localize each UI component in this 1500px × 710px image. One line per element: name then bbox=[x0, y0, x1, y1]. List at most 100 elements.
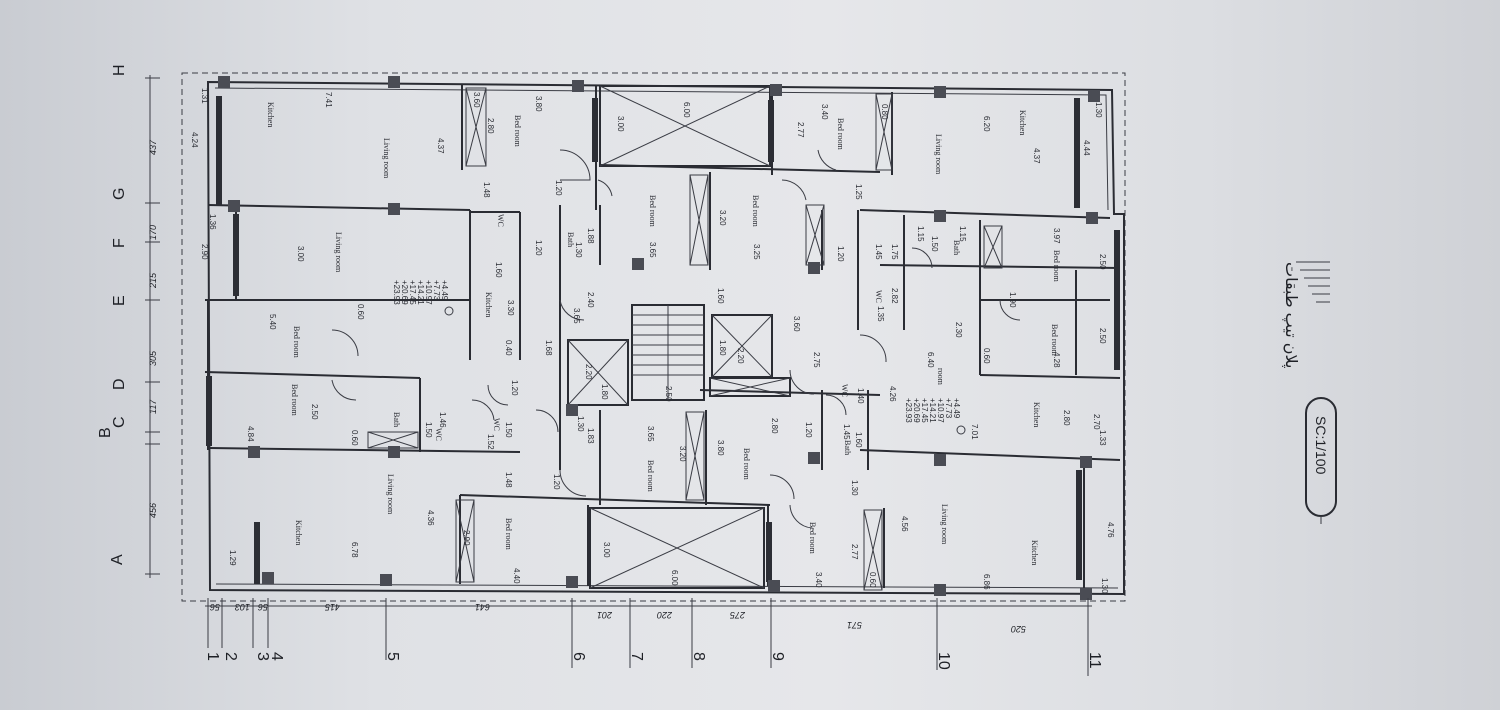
svg-text:1.60: 1.60 bbox=[494, 262, 503, 278]
col-label-7: 7 bbox=[628, 652, 645, 661]
svg-text:3.60: 3.60 bbox=[472, 92, 481, 108]
svg-text:3.25: 3.25 bbox=[752, 244, 761, 260]
svg-text:4.40: 4.40 bbox=[512, 568, 521, 584]
col-ticks bbox=[207, 598, 1089, 676]
svg-text:2.50: 2.50 bbox=[1098, 254, 1107, 270]
wall-h6 bbox=[459, 494, 771, 506]
svg-text:+10.97: +10.97 bbox=[936, 398, 945, 423]
svg-text:2.50: 2.50 bbox=[310, 404, 319, 420]
svg-text:1.60: 1.60 bbox=[854, 432, 863, 448]
svg-text:4.24: 4.24 bbox=[190, 132, 199, 148]
row-dim-C: 117 bbox=[148, 399, 158, 414]
plot-boundary bbox=[181, 72, 1126, 602]
svg-text:3.20: 3.20 bbox=[678, 446, 687, 462]
svg-text:Living room: Living room bbox=[334, 232, 343, 273]
svg-text:6.78: 6.78 bbox=[350, 542, 359, 558]
svg-text:+23.93: +23.93 bbox=[904, 398, 913, 423]
svg-text:1.46: 1.46 bbox=[438, 412, 447, 428]
inner-wall-line bbox=[214, 87, 1119, 589]
svg-text:56: 56 bbox=[210, 602, 220, 612]
svg-text:2.50: 2.50 bbox=[664, 386, 673, 402]
svg-text:1.33: 1.33 bbox=[1098, 430, 1107, 446]
wall-h4 bbox=[204, 371, 421, 379]
svg-text:Bed room: Bed room bbox=[836, 118, 845, 151]
svg-text:Bath: Bath bbox=[392, 412, 401, 427]
svg-text:1.75: 1.75 bbox=[890, 244, 899, 260]
svg-text:Kitchen: Kitchen bbox=[484, 292, 493, 317]
svg-text:2.90: 2.90 bbox=[200, 244, 209, 260]
svg-text:1.83: 1.83 bbox=[586, 428, 595, 444]
svg-text:2.50: 2.50 bbox=[1098, 328, 1107, 344]
svg-text:WC: WC bbox=[496, 214, 505, 227]
col-label-11: 11 bbox=[1086, 652, 1103, 669]
svg-text:Living room: Living room bbox=[940, 504, 949, 545]
svg-text:WC: WC bbox=[434, 428, 443, 441]
closets bbox=[367, 87, 1003, 591]
svg-text:4.56: 4.56 bbox=[900, 516, 909, 532]
svg-text:1.30: 1.30 bbox=[1094, 102, 1103, 118]
level-marker-right bbox=[956, 425, 966, 435]
svg-text:1.40: 1.40 bbox=[856, 388, 865, 404]
col-label-3: 3 bbox=[254, 652, 271, 661]
svg-text:3.65: 3.65 bbox=[646, 426, 655, 442]
svg-text:WC: WC bbox=[840, 384, 849, 397]
svg-text:4.84: 4.84 bbox=[246, 426, 255, 442]
svg-text:Kitchen: Kitchen bbox=[294, 520, 303, 545]
svg-text:1.20: 1.20 bbox=[552, 474, 561, 490]
svg-text:1.20: 1.20 bbox=[836, 246, 845, 262]
svg-text:1.50: 1.50 bbox=[504, 422, 513, 438]
col-label-1: 1 bbox=[204, 652, 221, 661]
svg-text:6.00: 6.00 bbox=[670, 570, 679, 586]
svg-text:1.80: 1.80 bbox=[600, 384, 609, 400]
svg-text:4.44: 4.44 bbox=[1082, 140, 1091, 156]
svg-text:415: 415 bbox=[324, 602, 340, 612]
svg-text:Bed room: Bed room bbox=[1050, 324, 1059, 357]
svg-text:3.65: 3.65 bbox=[648, 242, 657, 258]
svg-text:room: room bbox=[936, 368, 945, 386]
svg-text:1.80: 1.80 bbox=[718, 340, 727, 356]
row-ticks bbox=[145, 77, 160, 575]
row-dim-A: 456 bbox=[148, 503, 158, 518]
svg-text:641: 641 bbox=[475, 602, 490, 612]
svg-text:4.26: 4.26 bbox=[888, 386, 897, 402]
svg-text:+7.73: +7.73 bbox=[432, 280, 441, 301]
svg-text:Kitchen: Kitchen bbox=[1018, 110, 1027, 135]
svg-text:+17.45: +17.45 bbox=[408, 280, 417, 305]
svg-text:201: 201 bbox=[597, 610, 613, 620]
svg-text:1.20: 1.20 bbox=[804, 422, 813, 438]
col-label-6: 6 bbox=[570, 652, 587, 661]
scale-text: SC:1/100 bbox=[1313, 416, 1329, 475]
svg-text:+10.97: +10.97 bbox=[424, 280, 433, 305]
svg-text:4.36: 4.36 bbox=[426, 510, 435, 526]
outer-wall bbox=[206, 80, 1125, 596]
svg-text:2.80: 2.80 bbox=[1062, 410, 1071, 426]
svg-text:1.31: 1.31 bbox=[200, 88, 209, 104]
row-label-D: D bbox=[111, 378, 128, 390]
svg-text:3.00: 3.00 bbox=[602, 542, 611, 558]
svg-text:2.70: 2.70 bbox=[1092, 414, 1101, 430]
svg-text:1.50: 1.50 bbox=[424, 422, 433, 438]
svg-text:1.60: 1.60 bbox=[716, 288, 725, 304]
col-dims: 56 103 56 415 641 201 220 275 571 520 bbox=[210, 602, 1026, 634]
svg-text:Bath: Bath bbox=[843, 440, 852, 455]
svg-text:3.97: 3.97 bbox=[1052, 228, 1061, 244]
svg-text:+14.21: +14.21 bbox=[416, 280, 425, 305]
level-list-right: +23.93 +20.69 +17.45 +14.21 +10.97 +7.73… bbox=[904, 398, 961, 423]
svg-text:2.77: 2.77 bbox=[796, 122, 805, 138]
svg-text:Bath: Bath bbox=[566, 232, 575, 247]
svg-text:+17.45: +17.45 bbox=[920, 398, 929, 423]
svg-text:1.45: 1.45 bbox=[842, 424, 851, 440]
svg-text:1.15: 1.15 bbox=[958, 226, 967, 242]
svg-text:2.20: 2.20 bbox=[584, 364, 593, 380]
svg-text:0.40: 0.40 bbox=[504, 340, 513, 356]
row-label-H: H bbox=[111, 64, 128, 76]
svg-text:6.40: 6.40 bbox=[926, 352, 935, 368]
svg-text:3.40: 3.40 bbox=[820, 104, 829, 120]
duct bbox=[709, 377, 791, 397]
svg-text:+4.49: +4.49 bbox=[440, 280, 449, 301]
svg-text:+4.49: +4.49 bbox=[952, 398, 961, 419]
svg-text:Living room: Living room bbox=[386, 474, 395, 515]
svg-text:Bed room: Bed room bbox=[751, 195, 760, 228]
svg-text:1.20: 1.20 bbox=[534, 240, 543, 256]
